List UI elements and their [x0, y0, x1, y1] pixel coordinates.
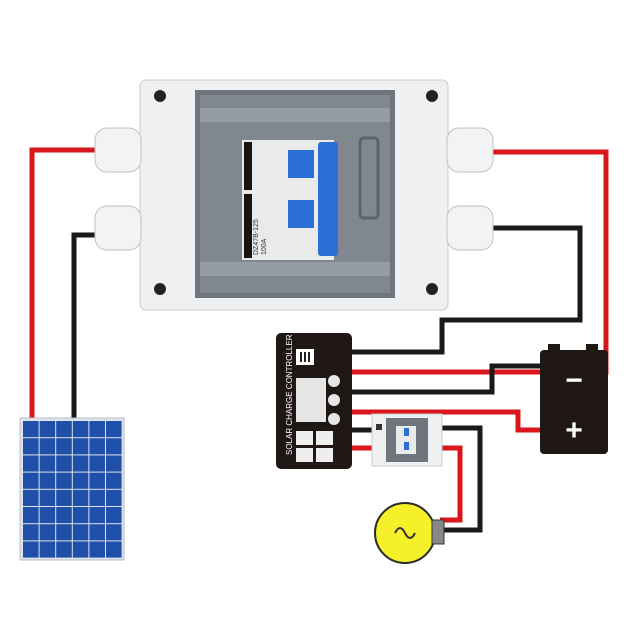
solar-cell — [39, 455, 56, 472]
solar-cell — [106, 541, 122, 558]
solar-cell — [23, 507, 39, 524]
solar-cell — [56, 455, 72, 472]
controller-pv-positive-wire — [352, 149, 609, 375]
solar-cell — [39, 438, 56, 455]
solar-cell — [89, 472, 105, 489]
cover-latch[interactable] — [358, 136, 380, 220]
battery-positive-wire — [352, 409, 540, 433]
terminal-block — [316, 448, 333, 462]
controller-button[interactable] — [328, 394, 340, 406]
screw-icon — [426, 283, 438, 295]
controller-button[interactable] — [328, 375, 340, 387]
solar-cell — [72, 472, 89, 489]
solar-cell — [89, 438, 105, 455]
solar-cell — [72, 524, 89, 541]
solar-cell — [39, 541, 56, 558]
solar-cell — [39, 421, 56, 438]
terminal-block — [296, 431, 313, 445]
solar-cell — [89, 541, 105, 558]
solar-cell — [56, 541, 72, 558]
solar-cell — [89, 455, 105, 472]
solar-cell — [56, 472, 72, 489]
solar-cell — [23, 489, 39, 506]
panel-negative-wire — [71, 232, 100, 420]
main-distribution-box: DZ47B-125 100A — [139, 79, 449, 311]
solar-cell — [23, 541, 39, 558]
solar-cell — [39, 489, 56, 506]
solar-cell — [56, 489, 72, 506]
solar-cell — [56, 438, 72, 455]
controller-button[interactable] — [328, 413, 340, 425]
terminal-block — [296, 448, 313, 462]
solar-cell — [72, 507, 89, 524]
solar-cell — [106, 421, 122, 438]
solar-cell — [106, 472, 122, 489]
circuit-breaker[interactable]: DZ47B-125 100A — [242, 140, 338, 260]
solar-cell — [39, 507, 56, 524]
solar-panel — [19, 417, 125, 561]
bulb-negative-wire — [440, 425, 483, 533]
battery-negative-wire — [352, 363, 540, 395]
cable-glands — [94, 127, 494, 251]
solar-cell — [56, 524, 72, 541]
solar-cell — [106, 438, 122, 455]
solar-cell — [56, 507, 72, 524]
solar-cell — [23, 455, 39, 472]
solar-cell — [39, 472, 56, 489]
breaker-rating: 100A — [261, 238, 268, 255]
solar-cell — [89, 489, 105, 506]
screw-icon — [426, 90, 438, 102]
screw-icon — [154, 283, 166, 295]
solar-cell — [72, 541, 89, 558]
screw-icon — [154, 90, 166, 102]
battery-minus-icon: − — [565, 364, 583, 397]
solar-cell — [23, 472, 39, 489]
solar-cell — [106, 489, 122, 506]
solar-cell — [89, 507, 105, 524]
solar-charge-controller: SOLAR CHARGE CONTROLLER — [276, 333, 352, 469]
solar-cell — [72, 455, 89, 472]
load-breaker-box — [371, 413, 443, 467]
solar-cell — [39, 524, 56, 541]
solar-cell — [72, 438, 89, 455]
battery: − + — [540, 344, 608, 454]
light-bulb — [374, 502, 445, 564]
solar-cell — [23, 421, 39, 438]
battery-plus-icon: + — [565, 414, 583, 447]
terminal-block — [316, 431, 333, 445]
solar-cell — [72, 489, 89, 506]
solar-cell — [56, 421, 72, 438]
solar-cell — [89, 524, 105, 541]
solar-cell — [89, 421, 105, 438]
bulb-positive-wire — [440, 445, 463, 523]
solar-cell — [23, 438, 39, 455]
solar-cell — [106, 507, 122, 524]
panel-positive-wire — [29, 147, 100, 420]
lcd-display — [296, 378, 326, 422]
solar-cell — [106, 524, 122, 541]
solar-cell — [72, 421, 89, 438]
solar-cell — [23, 524, 39, 541]
solar-cell — [106, 455, 122, 472]
controller-pv-negative-wire — [352, 225, 583, 355]
controller-label: SOLAR CHARGE CONTROLLER — [285, 334, 294, 455]
breaker-model: DZ47B-125 — [253, 219, 260, 255]
